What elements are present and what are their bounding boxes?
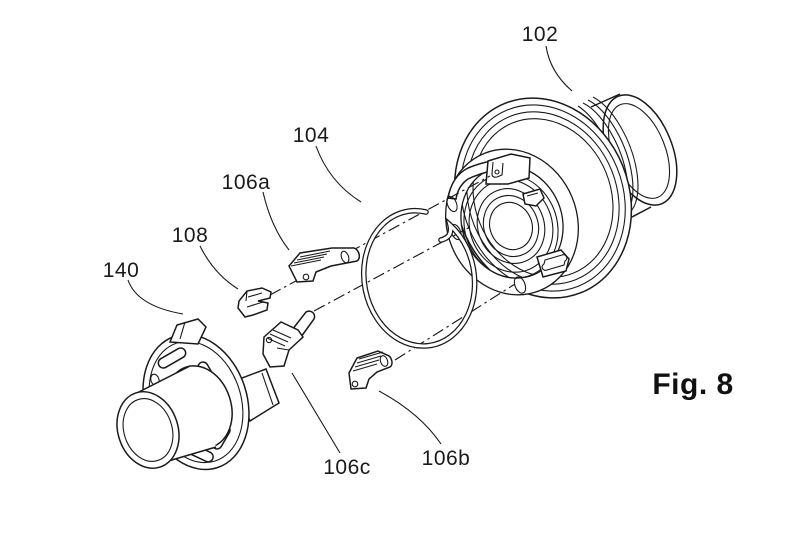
leader-140: [127, 279, 184, 315]
leader-106b: [378, 390, 442, 445]
hub-140: [116, 318, 280, 471]
ref-label-106c: 106c: [323, 456, 371, 479]
leader-108: [199, 245, 239, 290]
figure-caption: Fig. 8: [652, 368, 733, 401]
ref-label-106a: 106a: [222, 171, 271, 194]
assembly-axis-1: [269, 175, 491, 296]
retaining-ring-104: [360, 207, 478, 349]
assembly-axis-3: [394, 283, 516, 361]
housing-102: [445, 93, 678, 299]
ref-label-140: 140: [103, 259, 140, 282]
clip-108: [237, 287, 272, 318]
pawl-106b: [348, 350, 393, 390]
leader-106a: [262, 191, 290, 251]
pawl-106c: [262, 310, 316, 368]
ref-label-104: 104: [293, 124, 330, 147]
assembly-axis-2: [313, 226, 471, 312]
leader-104: [315, 145, 362, 203]
pawl-106a: [288, 247, 361, 283]
ref-label-108: 108: [172, 224, 209, 247]
leader-106c: [291, 372, 341, 454]
leader-102: [545, 45, 573, 92]
ref-label-106b: 106b: [422, 447, 471, 470]
ref-label-102: 102: [522, 23, 559, 46]
